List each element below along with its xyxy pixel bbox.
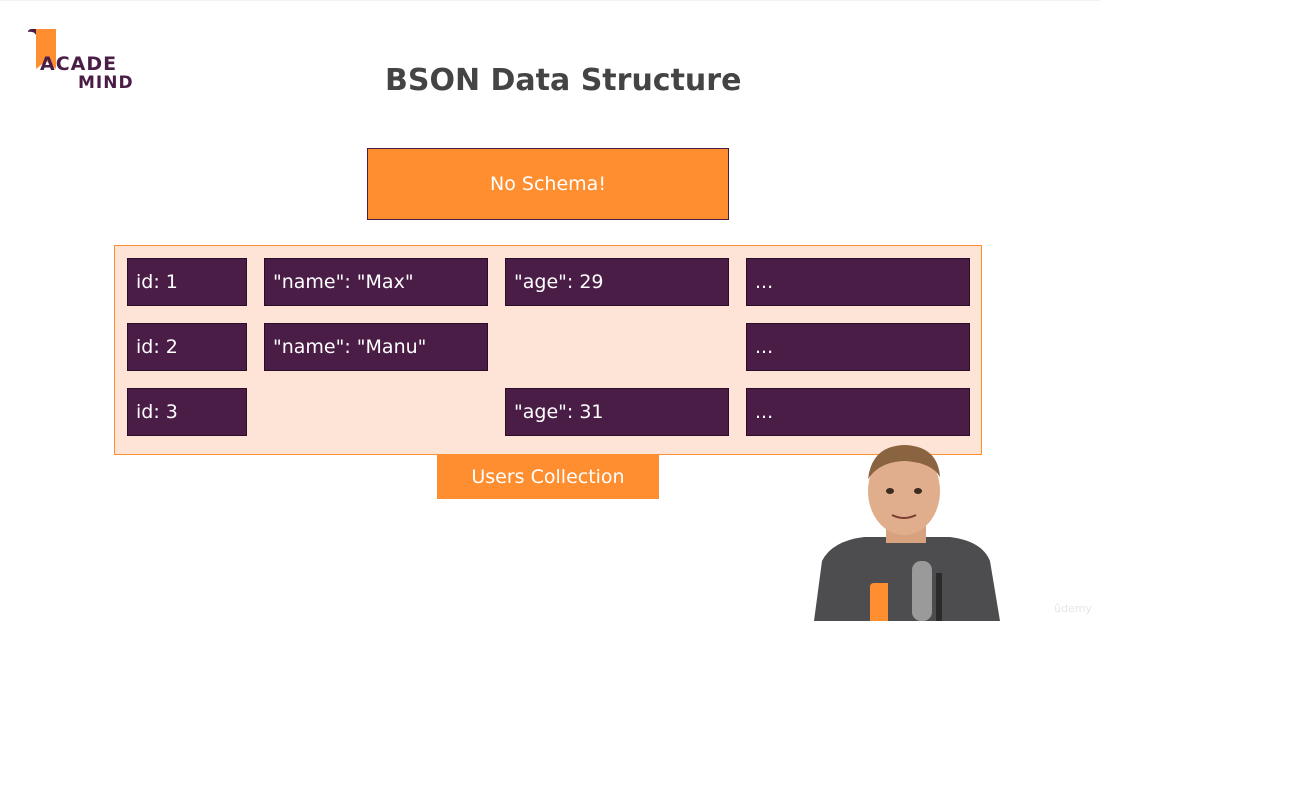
doc2-more: ... — [746, 323, 970, 371]
academind-logo: ACADE MIND — [26, 28, 138, 93]
doc1-age: "age": 29 — [505, 258, 729, 306]
bookmark-icon — [28, 29, 56, 69]
doc3-more: ... — [746, 388, 970, 436]
presenter-illustration — [814, 445, 1000, 621]
doc3-id: id: 3 — [127, 388, 247, 436]
users-collection: id: 1 "name": "Max" "age": 29 ... id: 2 … — [114, 245, 982, 455]
doc1-more: ... — [746, 258, 970, 306]
doc1-name: "name": "Max" — [264, 258, 488, 306]
doc1-id: id: 1 — [127, 258, 247, 306]
logo-line-2: MIND — [78, 73, 134, 93]
udemy-watermark: ûdemy — [1054, 602, 1092, 615]
slide: ACADE MIND BSON Data Structure No Schema… — [0, 0, 1100, 621]
presenter-video — [812, 441, 1002, 621]
doc3-age: "age": 31 — [505, 388, 729, 436]
no-schema-box: No Schema! — [367, 148, 729, 220]
logo-line-1: ACADE — [40, 53, 118, 75]
doc2-name: "name": "Manu" — [264, 323, 488, 371]
users-collection-label: Users Collection — [437, 455, 659, 499]
slide-title: BSON Data Structure — [385, 63, 742, 98]
doc2-id: id: 2 — [127, 323, 247, 371]
